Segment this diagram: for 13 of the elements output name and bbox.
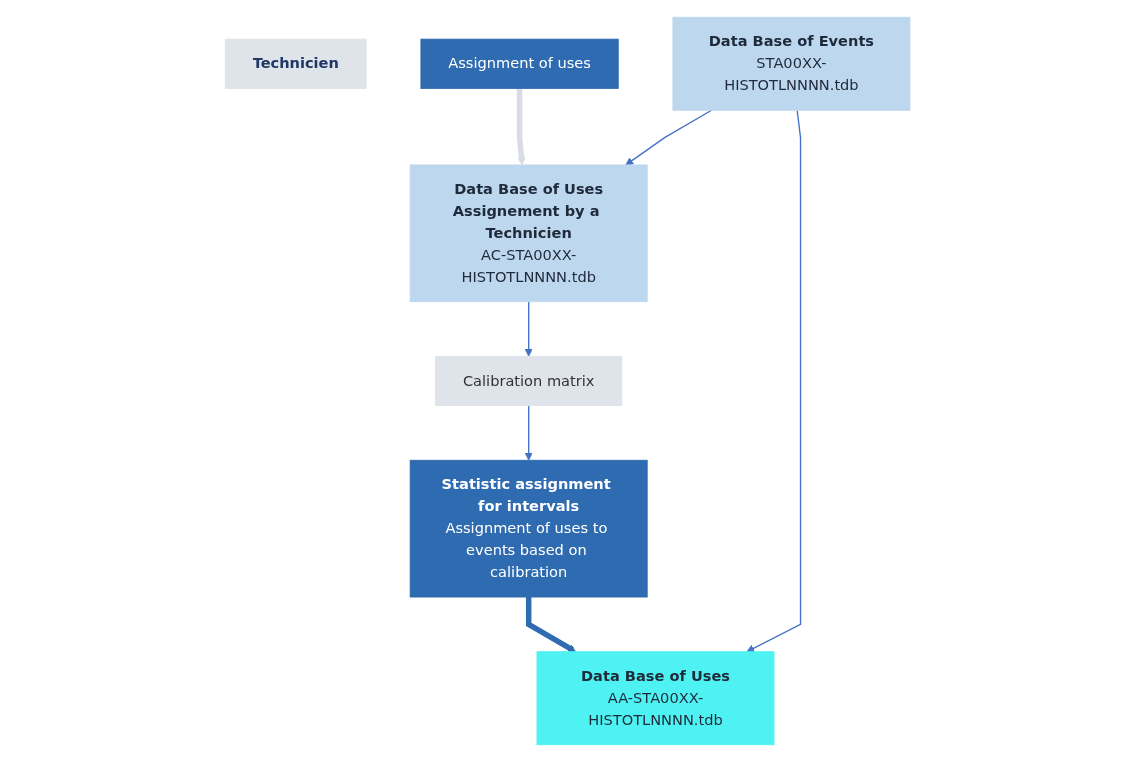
arrow	[625, 109, 713, 166]
node-box: Calibration matrix	[435, 355, 623, 407]
node-box: Data Base of Uses AA-STA00XX-HISTOTLNNNN.tdb	[536, 651, 775, 746]
arrow	[516, 88, 526, 166]
arrow	[525, 597, 576, 653]
node-box: Data Base of Uses Assignement by a Technicien AC-STA00XX-HISTOTLNNNN.tdb	[409, 164, 648, 303]
node-box: Data Base of Events STA00XX-HISTOTLNNNN.tdb	[672, 16, 911, 111]
node-box: Technicien	[224, 38, 367, 89]
node-box: Assignment of uses	[420, 38, 619, 89]
node-box: Statistic assignment for intervals Assignment of uses to events based on calibration	[409, 459, 648, 598]
arrow	[746, 109, 802, 653]
arrow	[524, 404, 533, 461]
arrow	[524, 301, 533, 357]
